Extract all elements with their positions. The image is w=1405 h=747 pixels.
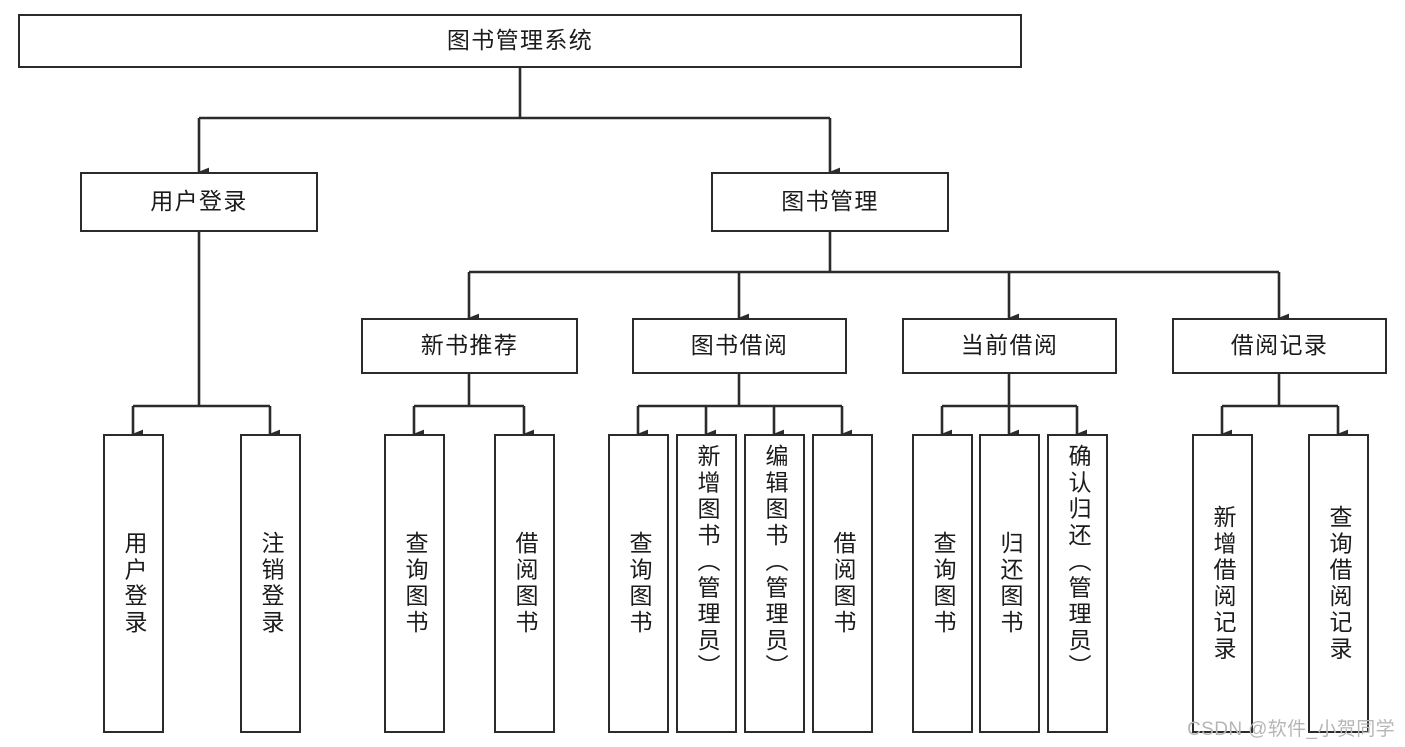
node-label: 确认归还（管理员） (1065, 444, 1091, 680)
node-leaf-query-record[interactable]: 查询借阅记录 (1308, 434, 1369, 733)
node-label: 用户登录 (150, 188, 248, 215)
node-leaf-logout[interactable]: 注销登录 (240, 434, 301, 733)
node-leaf-return-book[interactable]: 归还图书 (979, 434, 1040, 733)
node-root-system[interactable]: 图书管理系统 (18, 14, 1022, 68)
node-label: 图书管理 (781, 188, 879, 215)
node-leaf-user-login[interactable]: 用户登录 (103, 434, 164, 733)
node-label: 借阅图书 (830, 531, 856, 636)
node-label: 查询图书 (402, 531, 428, 636)
node-leaf-borrow-book-b[interactable]: 借阅图书 (812, 434, 873, 733)
node-label: 查询借阅记录 (1326, 504, 1352, 663)
node-label: 查询图书 (930, 531, 956, 636)
node-new-book-recommend[interactable]: 新书推荐 (361, 318, 578, 374)
node-current-borrow[interactable]: 当前借阅 (902, 318, 1117, 374)
node-leaf-edit-book[interactable]: 编辑图书（管理员） (744, 434, 805, 733)
node-label: 注销登录 (258, 531, 284, 636)
csdn-watermark: CSDN @软件_小贺同学 (1187, 719, 1395, 740)
node-label: 新增借阅记录 (1210, 504, 1236, 663)
node-label: 查询图书 (626, 531, 652, 636)
node-user-login[interactable]: 用户登录 (80, 172, 318, 232)
node-leaf-add-book[interactable]: 新增图书（管理员） (676, 434, 737, 733)
node-leaf-query-book-a[interactable]: 查询图书 (384, 434, 445, 733)
node-label: 新书推荐 (420, 332, 519, 359)
node-label: 图书借阅 (690, 332, 789, 359)
node-book-manage[interactable]: 图书管理 (711, 172, 949, 232)
node-label: 用户登录 (121, 531, 147, 636)
node-label: 借阅图书 (512, 531, 538, 636)
node-leaf-confirm-return[interactable]: 确认归还（管理员） (1047, 434, 1108, 733)
node-label: 新增图书（管理员） (694, 444, 720, 680)
node-leaf-query-book-b[interactable]: 查询图书 (608, 434, 669, 733)
node-book-borrow[interactable]: 图书借阅 (632, 318, 847, 374)
node-label: 归还图书 (997, 531, 1023, 636)
node-leaf-add-record[interactable]: 新增借阅记录 (1192, 434, 1253, 733)
node-leaf-borrow-book-a[interactable]: 借阅图书 (494, 434, 555, 733)
node-label: 借阅记录 (1230, 332, 1329, 359)
node-label: 编辑图书（管理员） (762, 444, 788, 680)
node-label: 当前借阅 (960, 332, 1059, 359)
node-label: 图书管理系统 (446, 27, 594, 54)
node-borrow-record[interactable]: 借阅记录 (1172, 318, 1387, 374)
node-leaf-query-book-c[interactable]: 查询图书 (912, 434, 973, 733)
